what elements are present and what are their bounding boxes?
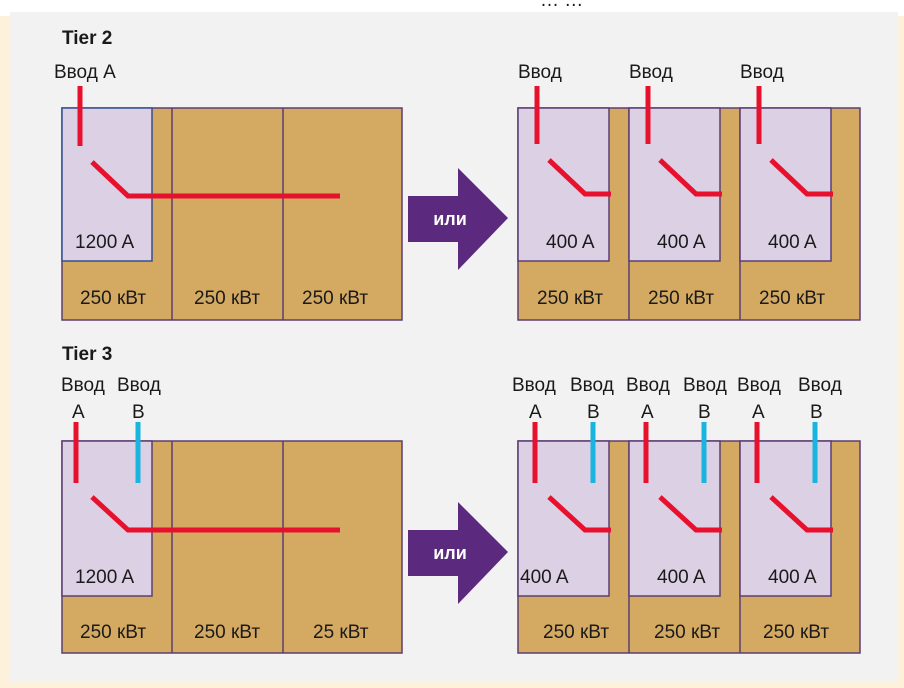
feed-label: Ввод — [740, 62, 784, 83]
feed-label: B — [132, 402, 145, 423]
load-label: 250 кВт — [302, 288, 368, 309]
breaker-rating: 400 A — [546, 232, 595, 253]
load-label: 250 кВт — [648, 288, 714, 309]
feed-label: A — [72, 402, 85, 423]
feed-label: Ввод — [512, 375, 556, 396]
feed-label: Ввод — [61, 375, 105, 396]
load-label: 250 кВт — [80, 622, 146, 643]
feed-label: Ввод — [737, 375, 781, 396]
feed-label: Ввод — [117, 375, 161, 396]
breaker-section — [628, 107, 721, 262]
feed-label: Ввод — [626, 375, 670, 396]
breaker-switch — [547, 495, 611, 533]
load-label: 250 кВт — [194, 288, 260, 309]
feed-label: Ввод — [798, 375, 842, 396]
feed-label: Ввод — [570, 375, 614, 396]
load-label: 25 кВт — [313, 622, 369, 643]
tier2-distributed-breaker-lineup: Ввод 400 A 250 кВт Ввод 400 A 250 кВт Вв… — [517, 62, 861, 321]
load-label: 250 кВт — [80, 288, 146, 309]
tier3-distributed-breaker-lineup: Ввод A Ввод B 400 A 250 кВт Ввод A Ввод … — [512, 375, 861, 654]
breaker-switch — [547, 158, 611, 197]
breaker-switch — [769, 495, 833, 533]
load-label: 250 кВт — [543, 622, 609, 643]
breaker-switch-busbar — [90, 495, 340, 533]
breaker-rating: 1200 A — [75, 567, 134, 588]
breaker-switch — [658, 158, 722, 197]
feed-label: Ввод — [629, 62, 673, 83]
section-title-tier2: Tier 2 — [62, 28, 112, 49]
feed-label: Ввод A — [54, 62, 116, 83]
feed-label: A — [752, 402, 765, 423]
load-label: 250 кВт — [759, 288, 825, 309]
breaker-switch — [658, 495, 722, 533]
feed-label: Ввод — [683, 375, 727, 396]
load-label: 250 кВт — [194, 622, 260, 643]
or-arrow: или — [408, 502, 508, 604]
breaker-switch-busbar — [90, 160, 340, 199]
feed-label: B — [810, 402, 823, 423]
breaker-section — [517, 107, 610, 262]
arrow-shape — [408, 168, 508, 270]
feed-label: A — [641, 402, 654, 423]
breaker-switch — [769, 158, 833, 197]
or-arrow: или — [408, 168, 508, 270]
breaker-section — [739, 107, 832, 262]
feed-label: B — [587, 402, 600, 423]
breaker-rating: 400 A — [768, 567, 817, 588]
feed-label: B — [698, 402, 711, 423]
load-label: 250 кВт — [654, 622, 720, 643]
breaker-rating: 1200 A — [75, 232, 134, 253]
breaker-rating: 400 A — [657, 567, 706, 588]
breaker-rating: 400 A — [520, 567, 569, 588]
arrow-label: или — [433, 209, 467, 229]
load-label: 250 кВт — [763, 622, 829, 643]
tier2-single-breaker-lineup: Ввод A 1200 A 250 кВт 250 кВт 250 кВт — [54, 62, 403, 321]
arrow-label: или — [433, 543, 467, 563]
main-breaker-section — [61, 107, 153, 262]
feed-label: A — [529, 402, 542, 423]
header-fragment: … … — [540, 0, 583, 11]
breaker-rating: 400 A — [768, 232, 817, 253]
section-title-tier3: Tier 3 — [62, 344, 112, 365]
tier3-single-breaker-lineup: Ввод A Ввод B 1200 A 250 кВт 250 кВт 25 … — [61, 375, 403, 654]
arrow-shape — [408, 502, 508, 604]
breaker-rating: 400 A — [657, 232, 706, 253]
feed-label: Ввод — [518, 62, 562, 83]
load-label: 250 кВт — [537, 288, 603, 309]
